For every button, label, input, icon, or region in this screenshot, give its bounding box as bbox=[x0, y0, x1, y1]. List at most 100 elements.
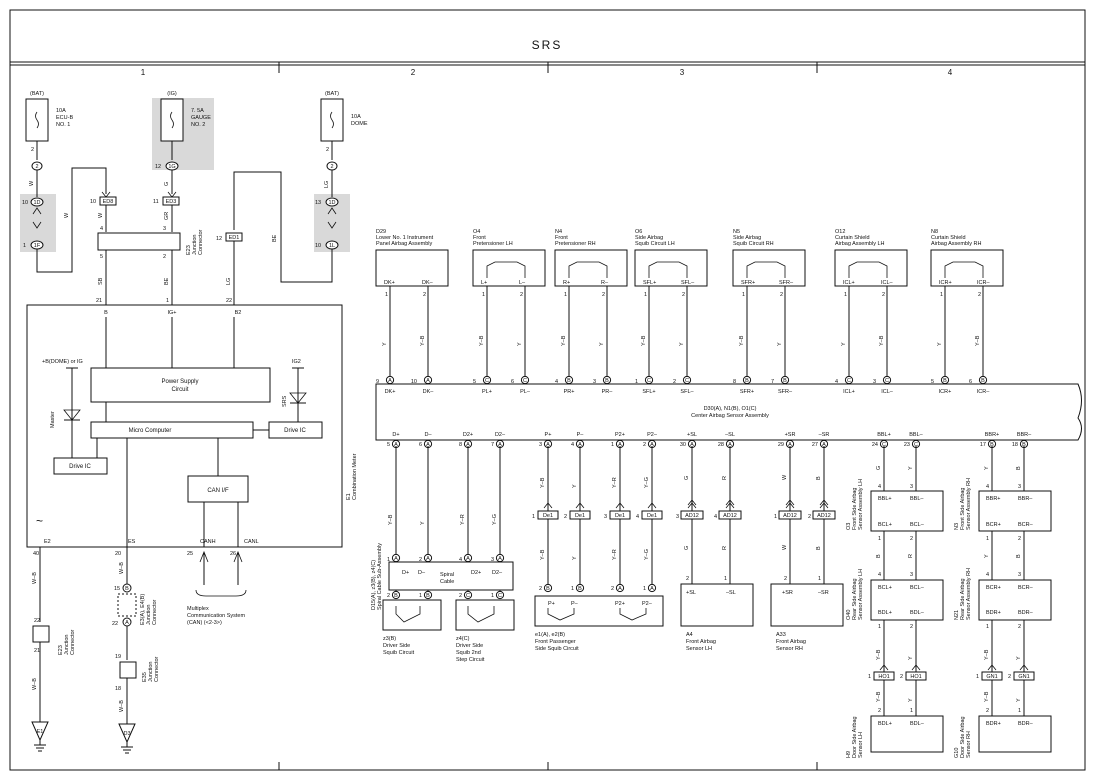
svg-text:LG: LG bbox=[226, 278, 232, 285]
svg-text:–SR: –SR bbox=[819, 432, 830, 438]
connector-ed1: 12 ED1 bbox=[216, 232, 243, 242]
svg-text:26: 26 bbox=[230, 551, 236, 557]
svg-text:5: 5 bbox=[473, 379, 476, 385]
svg-text:1F: 1F bbox=[34, 243, 41, 249]
svg-text:N3: N3 bbox=[954, 523, 960, 530]
svg-text:E1: E1 bbox=[37, 729, 44, 735]
svg-text:–SL: –SL bbox=[725, 432, 735, 438]
svg-text:e1(A), e2(B): e1(A), e2(B) bbox=[535, 632, 565, 638]
svg-text:z4(C): z4(C) bbox=[456, 636, 470, 642]
svg-text:GAUGE: GAUGE bbox=[191, 115, 211, 121]
svg-text:A4: A4 bbox=[686, 632, 693, 638]
svg-text:2: 2 bbox=[611, 586, 614, 592]
svg-text:E35: E35 bbox=[142, 672, 148, 682]
svg-text:Front Airbag: Front Airbag bbox=[776, 639, 806, 645]
svg-text:2: 2 bbox=[910, 624, 913, 630]
svg-text:GN1: GN1 bbox=[986, 674, 997, 680]
svg-text:Y: Y bbox=[937, 342, 943, 346]
svg-text:3: 3 bbox=[873, 379, 876, 385]
svg-text:Squib Circuit LH: Squib Circuit LH bbox=[635, 241, 675, 247]
svg-text:5: 5 bbox=[387, 442, 390, 448]
master-indicator-label: Master bbox=[50, 411, 56, 428]
svg-text:Side Airbag: Side Airbag bbox=[733, 235, 761, 241]
svg-text:Sensor Assembly LH: Sensor Assembly LH bbox=[858, 569, 864, 620]
svg-text:BCL–: BCL– bbox=[910, 522, 925, 528]
fuse-ecu-b: (BAT) 10A ECU-B NO. 1 2 2 bbox=[25, 91, 73, 171]
svg-text:De1: De1 bbox=[543, 513, 553, 519]
svg-text:Front Side Airbag: Front Side Airbag bbox=[852, 488, 858, 531]
svg-text:B: B bbox=[426, 593, 430, 599]
svg-text:Connector: Connector bbox=[152, 599, 158, 625]
svg-text:Y–B: Y–B bbox=[388, 514, 394, 525]
svg-text:18: 18 bbox=[115, 686, 121, 692]
svg-text:C: C bbox=[885, 378, 889, 384]
front-airbag-sensor-lh: G R G R 2 1 +SL –SL A4 Front Airbag Sens… bbox=[680, 446, 754, 652]
svg-text:Airbag Assembly RH: Airbag Assembly RH bbox=[931, 241, 981, 247]
svg-text:Y–B: Y–B bbox=[984, 649, 990, 660]
svg-text:BCR+: BCR+ bbox=[986, 522, 1001, 528]
svg-text:13: 13 bbox=[315, 200, 321, 206]
ground-e1: E1 bbox=[31, 721, 49, 752]
svg-text:2: 2 bbox=[978, 292, 981, 298]
svg-text:3: 3 bbox=[163, 226, 166, 232]
svg-text:G: G bbox=[164, 182, 170, 186]
svg-text:Front: Front bbox=[555, 235, 568, 241]
svg-text:D30(A), N1(B), O1(C): D30(A), N1(B), O1(C) bbox=[704, 406, 757, 412]
svg-text:4: 4 bbox=[636, 514, 639, 520]
svg-text:H9: H9 bbox=[846, 751, 852, 758]
svg-text:P2+: P2+ bbox=[615, 601, 625, 607]
svg-text:LG: LG bbox=[324, 181, 330, 188]
svg-text:1: 1 bbox=[532, 514, 535, 520]
svg-text:ICL–: ICL– bbox=[881, 389, 894, 395]
svg-text:C: C bbox=[498, 593, 502, 599]
svg-text:N8: N8 bbox=[931, 229, 938, 235]
svg-text:+SR: +SR bbox=[785, 432, 796, 438]
svg-text:E3(A), E4(B): E3(A), E4(B) bbox=[140, 594, 146, 625]
svg-text:B: B bbox=[876, 554, 882, 558]
svg-text:+SL: +SL bbox=[686, 590, 696, 596]
junction-e4: 15 B 22 A E3(A), E4(B) Junction Connecto… bbox=[112, 583, 158, 660]
svg-text:2: 2 bbox=[419, 557, 422, 563]
svg-text:Communication System: Communication System bbox=[187, 613, 245, 619]
svg-text:D2+: D2+ bbox=[471, 570, 481, 576]
svg-text:3: 3 bbox=[604, 514, 607, 520]
junction-e23-top: W GR 4 3 5 2 E23 Junction Connector bbox=[97, 205, 204, 260]
svg-text:BE: BE bbox=[164, 277, 170, 285]
svg-text:P+: P+ bbox=[545, 432, 552, 438]
svg-text:Side Squib Circuit: Side Squib Circuit bbox=[535, 646, 579, 652]
svg-text:Y–R: Y–R bbox=[612, 477, 618, 488]
svg-text:1: 1 bbox=[564, 292, 567, 298]
splice-block-right: LG 13 1D 10 1L bbox=[314, 170, 350, 252]
svg-text:W: W bbox=[29, 180, 35, 186]
svg-text:24: 24 bbox=[872, 442, 878, 448]
svg-text:BCR+: BCR+ bbox=[986, 585, 1001, 591]
svg-text:W: W bbox=[98, 212, 104, 218]
svg-text:2: 2 bbox=[900, 674, 903, 680]
svg-text:3: 3 bbox=[539, 442, 542, 448]
svg-text:4: 4 bbox=[459, 557, 462, 563]
svg-text:22: 22 bbox=[226, 298, 232, 304]
svg-text:SFL–: SFL– bbox=[681, 280, 695, 286]
svg-text:4: 4 bbox=[878, 484, 881, 490]
svg-text:O40: O40 bbox=[846, 610, 852, 620]
center-airbag-sensor: D30(A), N1(B), O1(C) Center Airbag Senso… bbox=[375, 383, 1082, 441]
svg-text:3: 3 bbox=[1018, 484, 1021, 490]
svg-text:W–B: W–B bbox=[32, 572, 38, 584]
svg-text:BCR–: BCR– bbox=[1018, 522, 1034, 528]
column-2-label: 2 bbox=[411, 68, 416, 77]
svg-text:B: B bbox=[125, 586, 129, 592]
svg-text:B: B bbox=[816, 546, 822, 550]
svg-text:1: 1 bbox=[166, 298, 169, 304]
svg-text:BDL+: BDL+ bbox=[878, 721, 892, 727]
svg-text:21: 21 bbox=[96, 298, 102, 304]
